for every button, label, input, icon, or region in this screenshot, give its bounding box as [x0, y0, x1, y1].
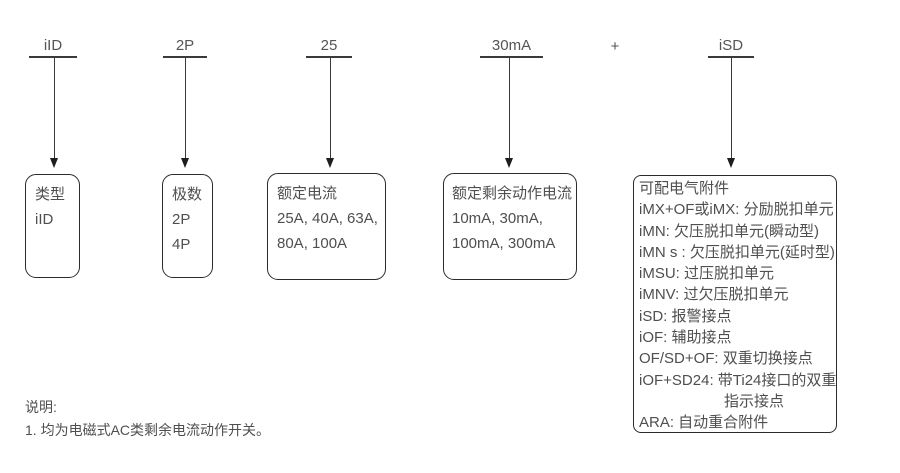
residual-current-box-line: 100mA, 300mA [452, 235, 556, 252]
accessories-box-line: iSD: 报警接点 [639, 307, 732, 325]
code-part-current-label: 25 [306, 35, 352, 58]
accessories-box-title: 可配电气附件 [639, 180, 730, 197]
poles-box: 极数 2P 4P [162, 174, 213, 278]
poles-box-title: 极数 [172, 186, 203, 203]
type-box-title: 类型 [35, 186, 66, 203]
type-box: 类型 iID [25, 174, 80, 278]
arrow-line [184, 58, 186, 158]
arrow-line [53, 58, 55, 158]
note-item: 1. 均为电磁式AC类剩余电流动作开关。 [25, 422, 271, 438]
accessories-box: 可配电气附件 iMX+OF或iMX: 分励脱扣单元 iMN: 欠压脱扣单元(瞬动… [633, 175, 837, 433]
arrow-line [508, 58, 510, 158]
arrow-head [727, 158, 735, 168]
code-part-accessory-label: iSD [708, 35, 754, 58]
note-heading: 说明: [25, 399, 57, 415]
accessories-box-line: iMX+OF或iMX: 分励脱扣单元 [639, 201, 834, 219]
accessories-box-line: iOF+SD24: 带Ti24接口的双重 [639, 371, 837, 389]
accessories-box-line: iMN s : 欠压脱扣单元(延时型) [639, 243, 835, 261]
type-box-line: iID [35, 211, 54, 228]
arrow-head [181, 158, 189, 168]
residual-current-box-line: 10mA, 30mA, [452, 210, 543, 227]
arrow-line [730, 58, 732, 158]
arrow-down-icon [49, 58, 59, 168]
arrow-head [505, 158, 513, 168]
residual-current-box-title: 额定剩余动作电流 [452, 185, 573, 202]
accessories-box-line-continuation: 指示接点 [724, 392, 785, 410]
accessories-box-line: iMSU: 过压脱扣单元 [639, 265, 775, 283]
arrow-down-icon [726, 58, 736, 168]
accessories-box-line: iMNV: 过欠压脱扣单元 [639, 286, 789, 304]
poles-box-line: 2P [172, 211, 191, 228]
plus-separator: + [610, 38, 620, 55]
arrow-down-icon [325, 58, 335, 168]
code-part-type-label: iID [29, 35, 77, 58]
accessories-box-line: ARA: 自动重合附件 [639, 414, 769, 432]
poles-box-line: 4P [172, 236, 191, 253]
arrow-line [329, 58, 331, 158]
rated-current-box: 额定电流 25A, 40A, 63A, 80A, 100A [267, 173, 386, 280]
accessories-box-line: iOF: 辅助接点 [639, 329, 732, 347]
code-part-residual-label: 30mA [480, 35, 543, 58]
residual-current-box: 额定剩余动作电流 10mA, 30mA, 100mA, 300mA [443, 173, 577, 280]
rated-current-box-line: 80A, 100A [277, 235, 348, 252]
arrow-head [50, 158, 58, 168]
accessories-box-line: iMN: 欠压脱扣单元(瞬动型) [639, 222, 819, 240]
note: 说明: 1. 均为电磁式AC类剩余电流动作开关。 [25, 396, 270, 442]
rated-current-box-line: 25A, 40A, 63A, [277, 210, 378, 227]
arrow-down-icon [504, 58, 514, 168]
arrow-down-icon [180, 58, 190, 168]
rated-current-box-title: 额定电流 [277, 185, 338, 202]
code-part-poles-label: 2P [163, 35, 207, 58]
accessories-box-line: OF/SD+OF: 双重切换接点 [639, 350, 813, 368]
arrow-head [326, 158, 334, 168]
